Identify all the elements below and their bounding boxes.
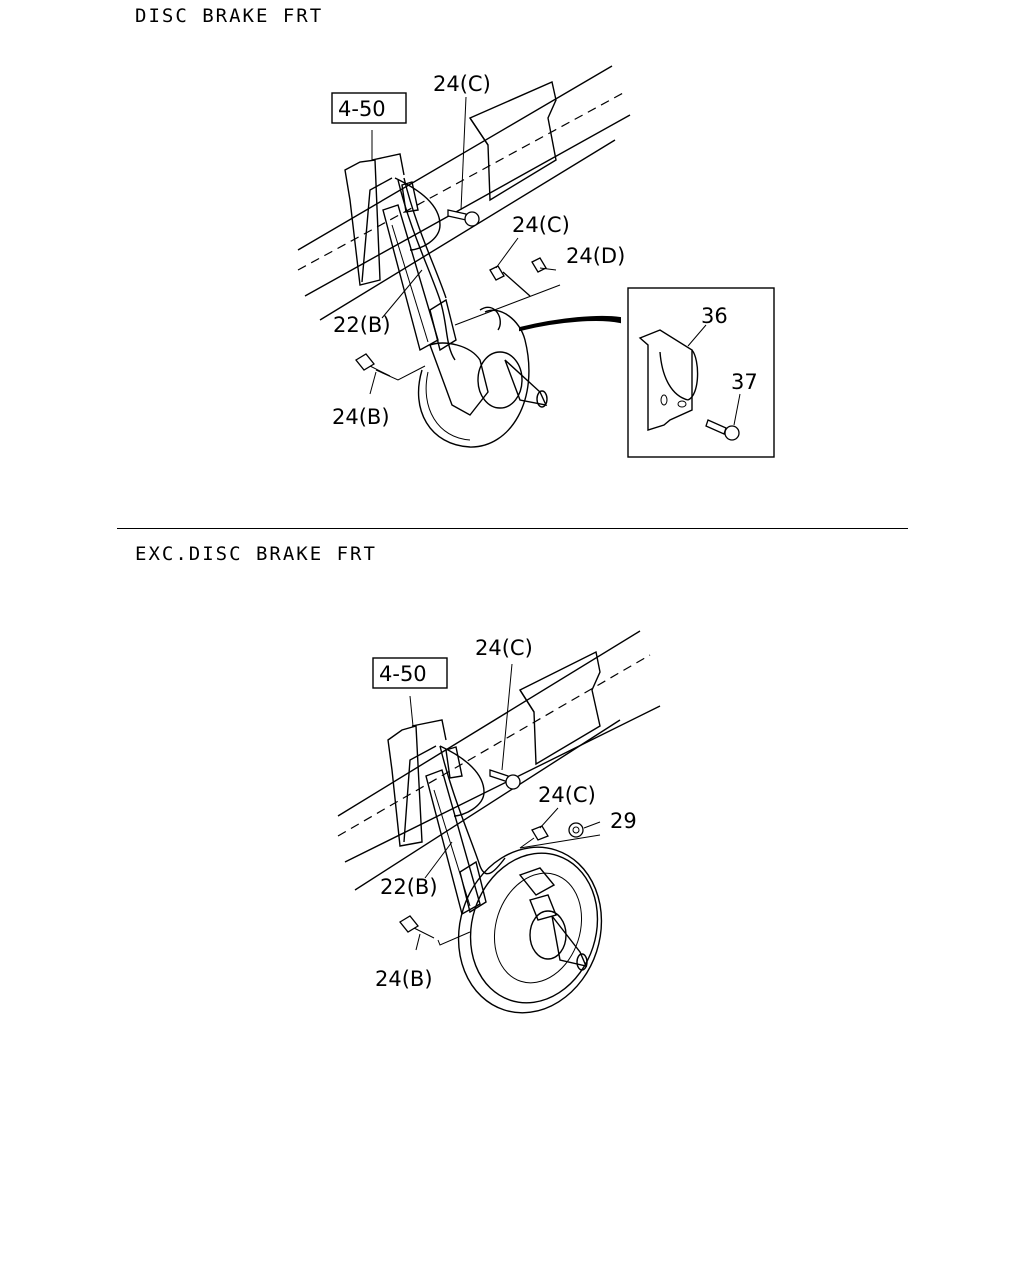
- reference-box-label: 4-50: [338, 97, 386, 121]
- callout-22b: 22(B): [333, 313, 391, 337]
- reference-box: [331, 92, 407, 124]
- disc-brake-assembly: [297, 65, 631, 448]
- reference-box: [372, 657, 448, 689]
- callout-36: 36: [701, 304, 728, 328]
- callout-24d: 24(D): [566, 244, 625, 268]
- callout-24c: 24(C): [538, 783, 596, 807]
- callout-24b: 24(B): [375, 967, 433, 991]
- section-title-exc-disc-brake: EXC.DISC BRAKE FRT: [135, 543, 377, 565]
- reference-box-label: 4-50: [379, 662, 427, 686]
- callout-24c: 24(C): [512, 213, 570, 237]
- callout-24c: 24(C): [475, 636, 533, 660]
- drum-brake-assembly: [337, 630, 661, 1014]
- callout-24c: 24(C): [433, 72, 491, 96]
- detail-inset: [627, 287, 775, 458]
- callout-24b: 24(B): [332, 405, 390, 429]
- callout-37: 37: [731, 370, 758, 394]
- callout-29: 29: [610, 809, 637, 833]
- section-divider: [117, 528, 908, 529]
- section-title-disc-brake: DISC BRAKE FRT: [135, 5, 324, 27]
- callout-22b: 22(B): [380, 875, 438, 899]
